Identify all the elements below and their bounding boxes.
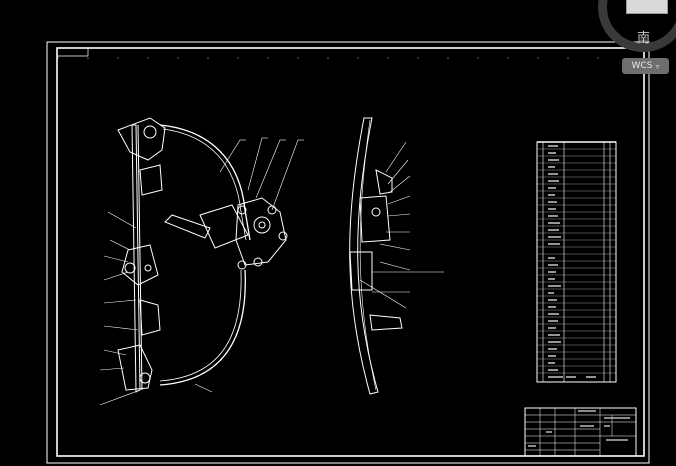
viewcube-top-face[interactable] — [626, 0, 668, 14]
drawing-sheet-border — [46, 41, 650, 464]
front-view-regulator — [99, 117, 304, 406]
chevron-down-icon: ▿ — [655, 61, 660, 71]
wcs-label: WCS — [631, 61, 653, 71]
title-block — [524, 407, 637, 457]
wcs-menu-button[interactable]: WCS ▿ — [622, 58, 669, 74]
compass-direction-label[interactable]: 南 — [637, 31, 651, 46]
viewcube-ring[interactable] — [598, 0, 676, 52]
parts-list-table — [536, 141, 617, 383]
side-view-regulator — [349, 117, 444, 395]
